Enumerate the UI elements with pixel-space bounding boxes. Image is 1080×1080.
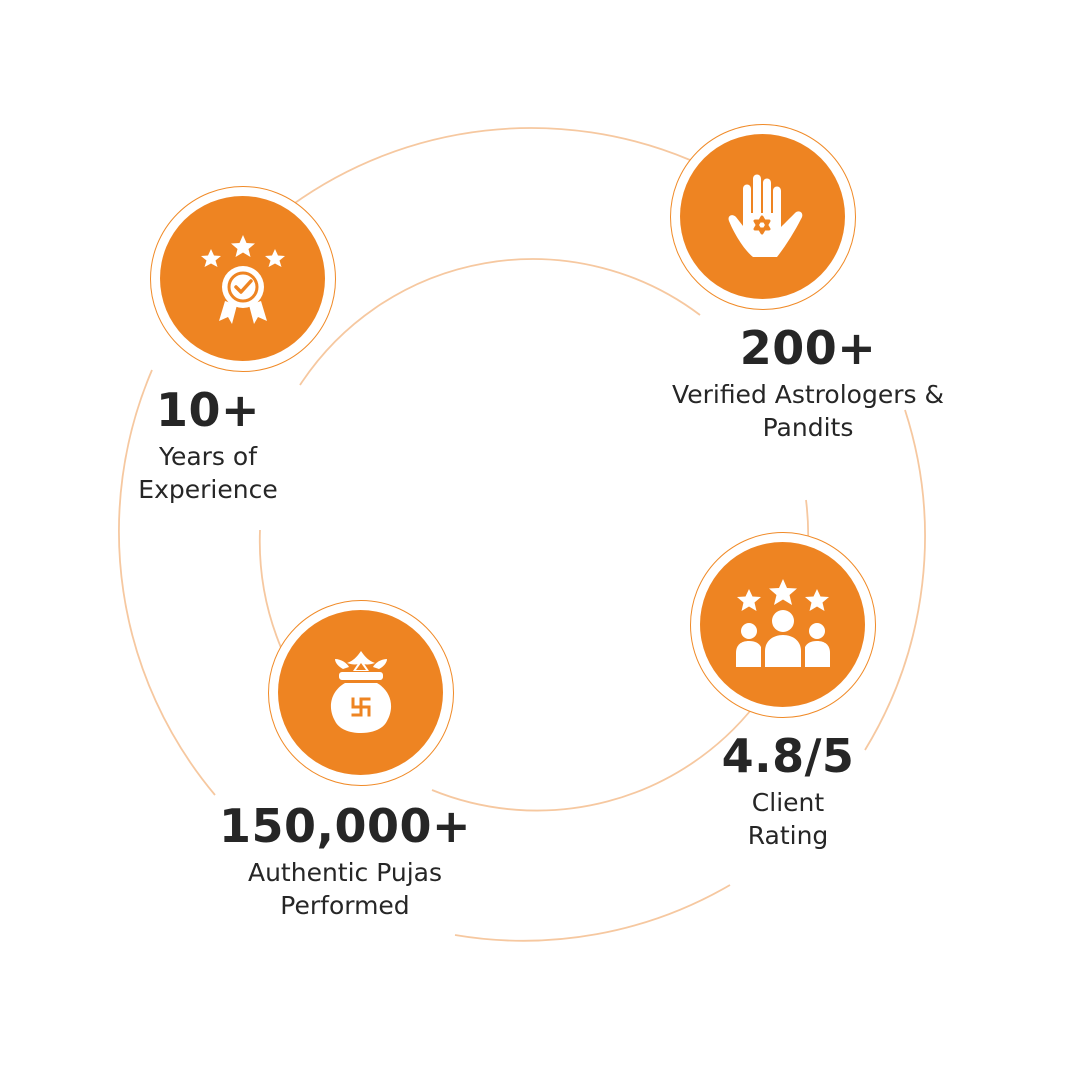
experience-stat: 10+ Years of Experience xyxy=(48,384,368,506)
outer-arc-top xyxy=(291,127,691,206)
inner-arc-left xyxy=(258,529,283,651)
experience-value: 10+ xyxy=(155,383,261,437)
pujas-badge xyxy=(268,600,454,786)
astrologers-label-line1: Verified Astrologers & xyxy=(672,380,944,409)
pujas-stat: 150,000+ Authentic Pujas Performed xyxy=(185,800,505,922)
experience-badge xyxy=(150,186,336,372)
rating-label-line1: Client xyxy=(751,788,825,817)
rating-value: 4.8/5 xyxy=(721,729,855,783)
astrologers-label-line2: Pandits xyxy=(762,413,854,442)
hand-star-icon xyxy=(728,174,803,257)
experience-label-line2: Experience xyxy=(138,475,278,504)
rating-stat: 4.8/5 Client Rating xyxy=(628,730,948,852)
pujas-label-line2: Performed xyxy=(280,891,410,920)
people-stars-icon xyxy=(736,579,830,667)
rating-badge xyxy=(690,532,876,718)
astrologers-stat: 200+ Verified Astrologers & Pandits xyxy=(648,322,968,444)
experience-label-line1: Years of xyxy=(159,442,257,471)
pujas-value: 150,000+ xyxy=(218,799,472,853)
outer-arc-left xyxy=(118,369,216,796)
award-ribbon-stars-icon xyxy=(201,235,285,324)
pujas-label-line1: Authentic Pujas xyxy=(247,858,443,887)
inner-arc-top xyxy=(299,258,701,386)
astrologers-value: 200+ xyxy=(739,321,877,375)
inner-arc-bottom xyxy=(431,704,756,812)
outer-arc-right xyxy=(864,409,926,751)
outer-arc-bottom xyxy=(454,884,731,942)
kalash-pot-icon xyxy=(330,651,392,733)
astrologers-badge xyxy=(670,124,856,310)
rating-label-line2: Rating xyxy=(747,821,829,850)
